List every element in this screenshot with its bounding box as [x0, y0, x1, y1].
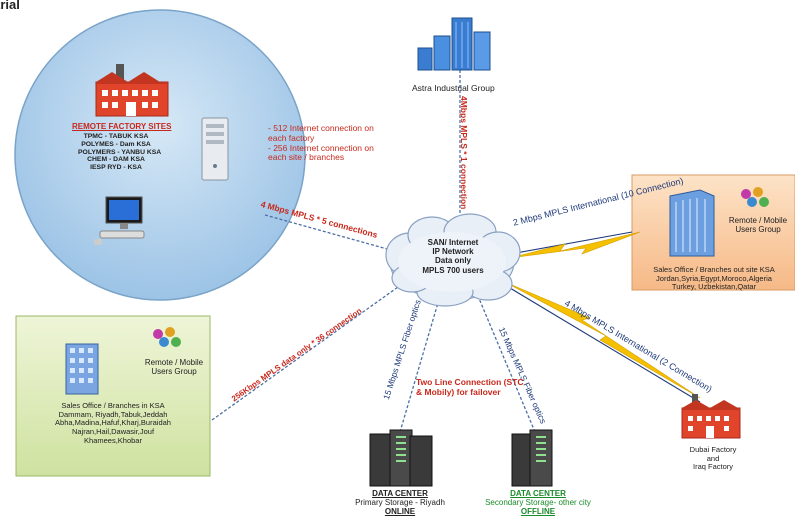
- cloud-line-1: SAN/ Internet: [427, 238, 479, 247]
- factory-site-5: IESP RYD - KSA: [90, 164, 142, 172]
- primary-server-rack-icon: [369, 429, 433, 487]
- failover-note: Two Line Connection (STC & Mobily) for f…: [416, 377, 526, 398]
- factory-icon: [95, 64, 169, 117]
- cloud-label: SAN/ Internet IP Network Data only MPLS …: [412, 238, 494, 275]
- computer-icon: [94, 196, 145, 245]
- ksa-remote-label-1: Remote / Mobile: [144, 358, 204, 367]
- dubai-line-2: and: [706, 453, 720, 463]
- cloud-line-2: IP Network: [432, 247, 474, 257]
- headquarters-buildings-icon: [417, 17, 491, 71]
- secondary-dc-subtitle: Secondary Storage- other city: [485, 498, 591, 508]
- ksa-branches-line-3: Najran,Hail,Dawasir,Jouf: [71, 426, 155, 436]
- failover-text: Two Line Connection (STC & Mobily) for f…: [416, 377, 524, 397]
- ksa-branches-line-1: Dammam, Riyadh,Tabuk,Jeddah: [58, 409, 168, 419]
- dubai-line-1: Dubai Factory: [689, 445, 737, 454]
- outside-remote-label: Remote / Mobile Users Group: [728, 216, 788, 234]
- ksa-branches-text: Sales Office / Branches in KSA Dammam, R…: [28, 401, 198, 445]
- internet-note: - 512 Internet connection on each factor…: [268, 123, 388, 163]
- cloud-line-3: Data only: [434, 256, 471, 266]
- factory-site-4: CHEM - DAM KSA: [87, 156, 145, 164]
- dubai-line-3: Iraq Factory: [692, 462, 733, 472]
- outside-ksa-line-1: Jordan,Syria,Egypt,Moroco,Algeria: [656, 273, 772, 283]
- dubai-factory-icon: [681, 394, 741, 439]
- office-building-icon: [669, 189, 715, 257]
- dubai-label: Dubai Factory and Iraq Factory: [686, 445, 740, 472]
- ksa-branches-line-4: Khamees,Khobar: [84, 435, 142, 445]
- ksa-mobile-users-group-icon: [153, 327, 181, 347]
- secondary-dc-title: DATA CENTER: [510, 489, 566, 498]
- mobile-users-group-icon: [741, 187, 769, 207]
- server-tower-icon: [201, 117, 229, 181]
- factory-site-3: POLYMERS - YANBU KSA: [78, 148, 162, 156]
- outside-ksa-title: Sales Office / Branches out site KSA: [653, 265, 775, 274]
- lightning-bolt-bottom: [504, 281, 701, 399]
- outside-remote-label-1: Remote / Mobile: [728, 216, 788, 225]
- remote-factory-heading: REMOTE FACTORY SITES: [72, 122, 172, 131]
- secondary-dc-status: OFFLINE: [520, 507, 556, 517]
- ksa-branches-title: Sales Office / Branches in KSA: [61, 401, 165, 410]
- factory-site-1: TPMC - TABUK KSA: [83, 133, 149, 140]
- ksa-branches-line-2: Abha,Madina,Hafuf,Kharj,Buraidah: [55, 418, 171, 428]
- outside-ksa-text: Sales Office / Branches out site KSA Jor…: [636, 265, 792, 292]
- ksa-remote-label-2: Users Group: [151, 367, 197, 377]
- primary-dc-subtitle: Primary Storage - Riyadh: [355, 498, 445, 508]
- remote-factory-circle: [14, 9, 306, 301]
- link-label-hq: 4Mbps MPLS * 1 connection: [459, 96, 469, 210]
- cloud-line-4: MPLS 700 users: [422, 265, 484, 275]
- outside-ksa-line-2: Turkey, Uzbekistan,Qatar: [671, 282, 757, 292]
- factory-site-2: POLYMES - Dam KSA: [81, 140, 151, 148]
- secondary-server-rack-icon: [511, 429, 553, 487]
- secondary-dc-label: DATA CENTER Secondary Storage- other cit…: [478, 489, 598, 517]
- internet-note-1: - 512 Internet connection on each factor…: [268, 123, 374, 143]
- ksa-remote-label: Remote / Mobile Users Group: [144, 358, 204, 376]
- primary-dc-label: DATA CENTER Primary Storage - Riyadh ONL…: [340, 489, 460, 517]
- outside-remote-label-2: Users Group: [735, 225, 781, 235]
- hq-label: Astra Industrial Group: [412, 83, 495, 93]
- primary-dc-title: DATA CENTER: [372, 489, 428, 498]
- page-title: trial: [0, 0, 20, 12]
- remote-factory-list: TPMC - TABUK KSA POLYMES - Dam KSA POLYM…: [78, 133, 162, 172]
- internet-note-2: - 256 Internet connection on each site /…: [268, 142, 374, 163]
- primary-dc-status: ONLINE: [384, 507, 416, 517]
- branch-building-icon: [65, 343, 99, 395]
- lightning-bolt-top: [509, 231, 641, 259]
